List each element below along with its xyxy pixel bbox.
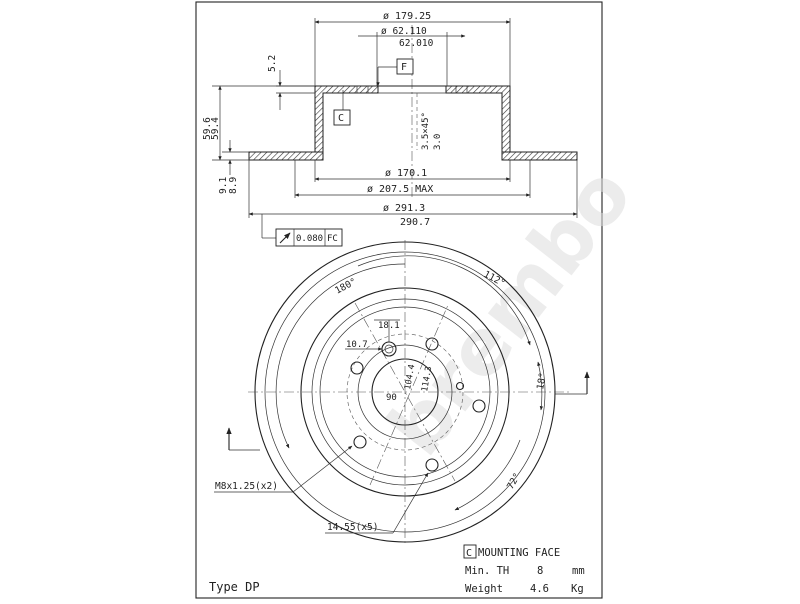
drawing-frame [195, 1, 603, 599]
weight-label: Weight [465, 583, 503, 595]
notes-block: C MOUNTING FACE Min. TH 8 mm Weight 4.6 … [209, 544, 585, 595]
angle-top-left: 180° [333, 276, 358, 296]
stud-hole-spec: 14.55(x5) [327, 522, 378, 533]
flange-right [501, 151, 578, 161]
thread-spec: M8x1.25(x2) [215, 481, 278, 492]
dim-chamfer-depth: 3.0 [433, 134, 443, 150]
min-th-unit: mm [572, 565, 585, 577]
front-centerline-diag-1 [354, 302, 456, 482]
thread-hole-1 [350, 361, 364, 375]
type-label: Type DP [209, 580, 260, 594]
stud-spec-leader [392, 472, 429, 534]
dim-outer-hat-dia: ø 179.25 [383, 11, 431, 22]
dim-height-upper: 59.6 [202, 117, 213, 140]
weight-unit: Kg [571, 583, 584, 595]
section-view: ø 179.25 ø 62.110 62.010 F C 5.2 59.6 59… [202, 11, 578, 247]
dim-outer-dia-upper: ø 291.3 [383, 203, 425, 214]
mounting-ref-box [463, 544, 477, 559]
angle-right: 18° [535, 372, 549, 391]
dim-hat-depth: 5.2 [267, 55, 278, 72]
bolt-hole-4 [425, 458, 439, 472]
thread-spec-leader [292, 445, 353, 493]
dim-inner-dia: ø 170.1 [385, 168, 427, 179]
weight-value: 4.6 [530, 583, 549, 595]
min-th-label: Min. TH [465, 565, 509, 577]
mounting-ref: C [466, 548, 472, 559]
dim-hub-pcd: 104.4 [403, 364, 417, 391]
bolt-hole-5 [353, 435, 367, 449]
dim-chamfer: 3.5×45° [421, 112, 431, 150]
dim-height-lower: 59.4 [210, 117, 221, 140]
angle-arc-180 [275, 263, 406, 449]
bolt-hole-1-inner [384, 344, 394, 354]
datum-f: F [401, 62, 407, 73]
front-view: 180° 112° 18° 72° 18.1 10.7 114.3 104.4 … [214, 240, 590, 545]
hat-section-right [445, 85, 511, 153]
datum-f-box [396, 58, 414, 75]
front-centerline-diag-2 [369, 304, 449, 486]
dim-thick-lower: 8.9 [228, 177, 239, 194]
dim-thick-upper: 9.1 [218, 177, 229, 194]
dim-max-dia: ø 207.5 MAX [367, 184, 433, 195]
pcd-circle [346, 333, 464, 451]
dim-pcd: 114.3 [420, 366, 434, 393]
tolerance-value: 0.080 [296, 234, 323, 244]
mounting-face: MOUNTING FACE [478, 547, 560, 559]
dim-bore-upper: ø 62.110 [381, 26, 427, 37]
bolt-hole-3 [472, 399, 486, 413]
angle-arc-72 [454, 439, 521, 511]
dim-hole-dia: 10.7 [346, 340, 368, 350]
datum-c: C [338, 113, 344, 124]
dim-outer-dia-lower: 290.7 [400, 217, 430, 228]
tolerance-frame [275, 228, 343, 247]
runout-icon [279, 232, 291, 244]
datum-c-box [333, 109, 351, 126]
angle-arc-18 [537, 361, 544, 411]
thread-hole-2 [455, 381, 465, 391]
min-th-value: 8 [537, 565, 543, 577]
bolt-hole-2 [425, 337, 439, 351]
flange-left [248, 151, 324, 161]
dim-center-angle: 90 [386, 393, 397, 403]
dim-bore-lower: 62.010 [399, 38, 434, 49]
bolt-hole-1 [381, 341, 397, 357]
angle-arc-112 [357, 255, 531, 346]
tolerance-ref: FC [327, 234, 338, 244]
dim-hole-offset: 18.1 [378, 321, 400, 331]
